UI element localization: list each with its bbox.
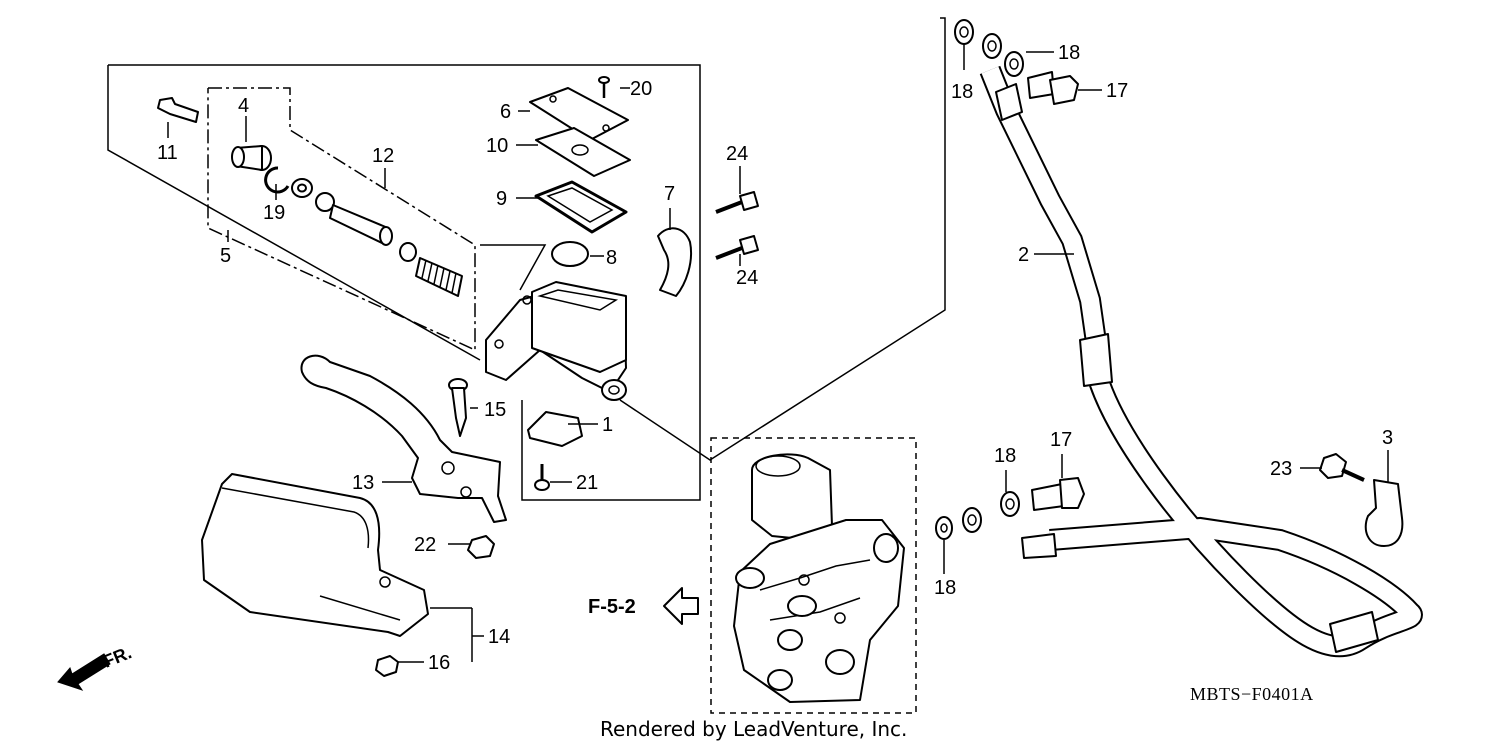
reservoir-bracket-outline [480,244,547,291]
part-10-plate [535,127,631,177]
lever-adjuster [460,486,472,498]
diagram-code: MBTS−F0401A [1190,684,1314,704]
footer-credit: Rendered by LeadVenture, Inc. [600,717,907,741]
callout-14: 14 [488,626,510,648]
part-1-brake-switch [527,411,583,447]
cap-screw-hole [549,95,557,103]
callout-18-top-left: 18 [951,81,973,103]
master-cylinder-group-outline [108,64,701,501]
callout-19: 19 [263,202,285,224]
abs-unit-dashed-box [710,437,917,714]
part-16-nut [375,655,399,677]
callout-21: 21 [576,472,598,494]
part-15-pivot-bolt [448,378,468,437]
part-12-piston-set [291,178,463,297]
callout-24-lower: 24 [736,267,758,289]
part-22-nut [467,535,495,559]
front-indicator-label: FR. [100,642,134,671]
callout-2: 2 [1018,244,1029,266]
part-18-washer [982,33,1024,77]
part-20-screw [598,76,610,98]
callout-15: 15 [484,399,506,421]
part-7-holder [657,227,692,297]
callout-7: 7 [664,183,675,205]
part-23-bolt [1319,453,1365,482]
part-19-circlip [264,166,290,194]
front-direction-arrow-icon [57,653,111,691]
piston-kit-outline [207,87,476,352]
part-8-float [551,241,589,267]
abs-modulator-unit [733,453,905,703]
part-13-brake-lever [300,354,507,523]
callout-17-lower: 17 [1050,429,1072,451]
callout-5: 5 [220,245,231,267]
master-cylinder-body [485,281,627,401]
part-17-banjo-bolt-upper [1027,71,1079,105]
part-21-screw [534,464,550,491]
reference-arrow-icon [663,587,699,625]
callout-18-lower: 18 [934,577,956,599]
callout-23: 23 [1270,458,1292,480]
part-14-hand-guard [201,473,429,637]
part-4-boot [231,145,272,171]
plate-hole [571,144,589,156]
part-24-bolt-lower [715,235,759,260]
callout-9: 9 [496,188,507,210]
part-2-brake-hose [979,65,1423,658]
callout-16: 16 [428,652,450,674]
callout-labels: 11 4 12 19 5 6 20 10 9 7 8 24 24 15 1 21… [157,42,1393,674]
callout-24-upper: 24 [726,143,748,165]
callout-10: 10 [486,135,508,157]
callout-6: 6 [500,101,511,123]
callout-11: 11 [157,142,178,164]
master-cylinder-group-outline-left [107,65,481,361]
leader-lines [167,44,1389,663]
callout-22: 22 [414,534,436,556]
reference-label: F-5-2 [588,596,636,618]
callout-3: 3 [1382,427,1393,449]
part-24-bolt-upper [715,191,759,214]
callout-8: 8 [606,247,617,269]
callout-18-middle: 18 [994,445,1016,467]
callout-12: 12 [372,145,394,167]
callout-13: 13 [352,472,374,494]
part-18-washer [954,19,974,45]
part-3-clamp [1364,479,1404,547]
callout-20: 20 [630,78,652,100]
part-11-pin [157,97,199,123]
part-9-diaphragm [534,180,628,234]
cap-screw-hole [602,124,610,132]
brake-line-outline [619,17,946,461]
callout-18-top-right: 18 [1058,42,1080,64]
part-18-washer [935,507,982,540]
callout-1: 1 [602,414,613,436]
part-17-banjo-bolt-lower [1031,477,1085,511]
callout-4: 4 [238,95,249,117]
lever-pivot [441,461,455,475]
part-18-washer [1000,491,1020,517]
callout-17-upper: 17 [1106,80,1128,102]
